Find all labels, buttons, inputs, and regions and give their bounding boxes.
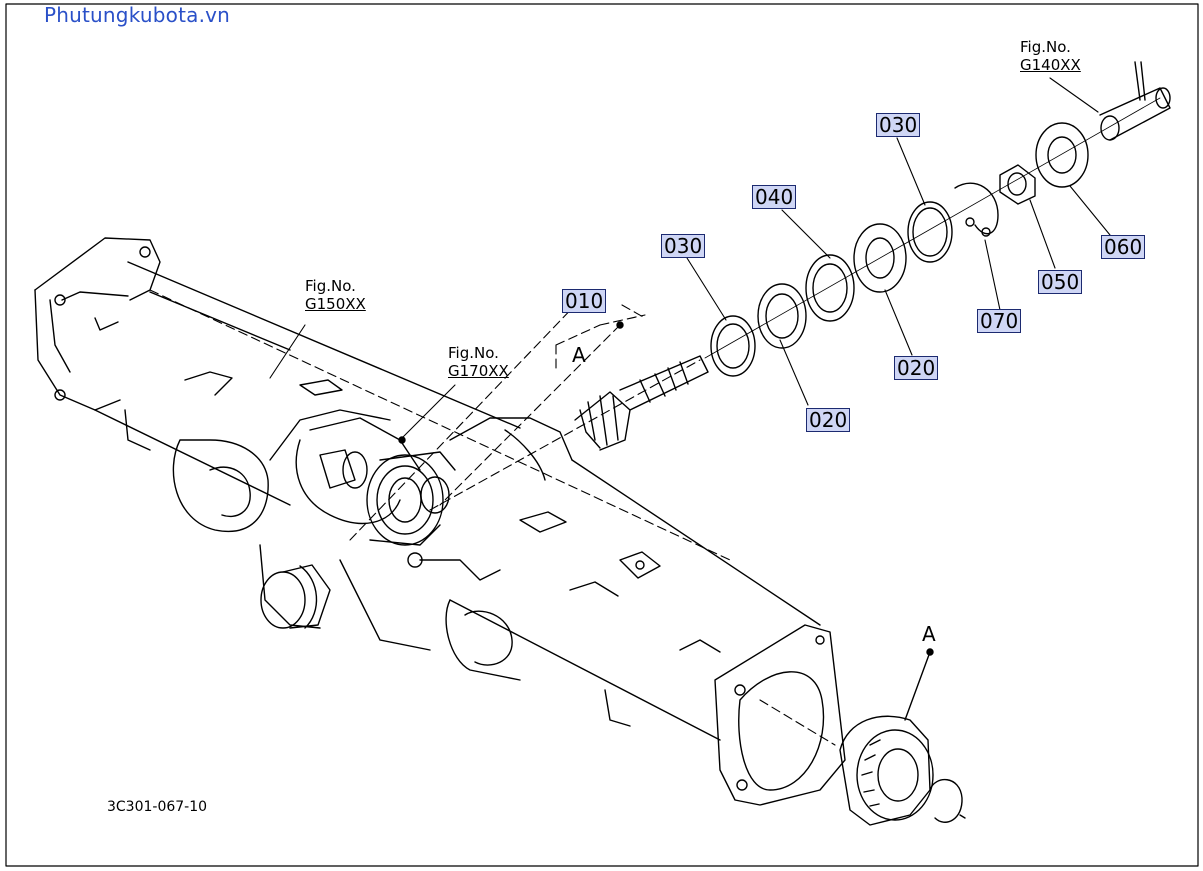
callout-010[interactable]: 010 bbox=[562, 289, 607, 313]
pinion-shaft bbox=[574, 321, 709, 451]
fig-ref-label: Fig.No. bbox=[448, 344, 499, 362]
pinion-bearings bbox=[704, 61, 1171, 377]
fig-ref-g170: Fig.No. G170XX bbox=[448, 344, 509, 380]
callout-030-right[interactable]: 030 bbox=[876, 113, 921, 137]
callout-030-left[interactable]: 030 bbox=[661, 234, 706, 258]
callout-040[interactable]: 040 bbox=[752, 185, 797, 209]
fig-ref-g140: Fig.No. G140XX bbox=[1020, 38, 1081, 74]
fig-ref-code-g140[interactable]: G140XX bbox=[1020, 56, 1081, 74]
diagram-frame bbox=[5, 3, 1199, 867]
fig-ref-g150: Fig.No. G150XX bbox=[305, 277, 366, 313]
view-marker-a-upper: A bbox=[572, 343, 586, 367]
callout-020-upper[interactable]: 020 bbox=[894, 356, 939, 380]
view-marker-a-lower: A bbox=[922, 622, 936, 646]
differential-assembly bbox=[295, 417, 456, 546]
drawing-number: 3C301-067-10 bbox=[107, 799, 208, 815]
fig-ref-label: Fig.No. bbox=[305, 277, 356, 295]
fig-ref-label: Fig.No. bbox=[1020, 38, 1071, 56]
callout-020-lower[interactable]: 020 bbox=[806, 408, 851, 432]
leader-lines bbox=[269, 77, 1111, 441]
alignment-lines bbox=[149, 289, 836, 746]
callout-070[interactable]: 070 bbox=[977, 309, 1022, 333]
ring-gear bbox=[839, 648, 966, 826]
fig-ref-code-g170[interactable]: G170XX bbox=[448, 362, 509, 380]
callout-050[interactable]: 050 bbox=[1038, 270, 1083, 294]
watermark-text: Phutungkubota.vn bbox=[44, 3, 231, 27]
fig-ref-code-g150[interactable]: G150XX bbox=[305, 295, 366, 313]
callout-060[interactable]: 060 bbox=[1101, 235, 1146, 259]
axle-housing bbox=[34, 237, 846, 806]
